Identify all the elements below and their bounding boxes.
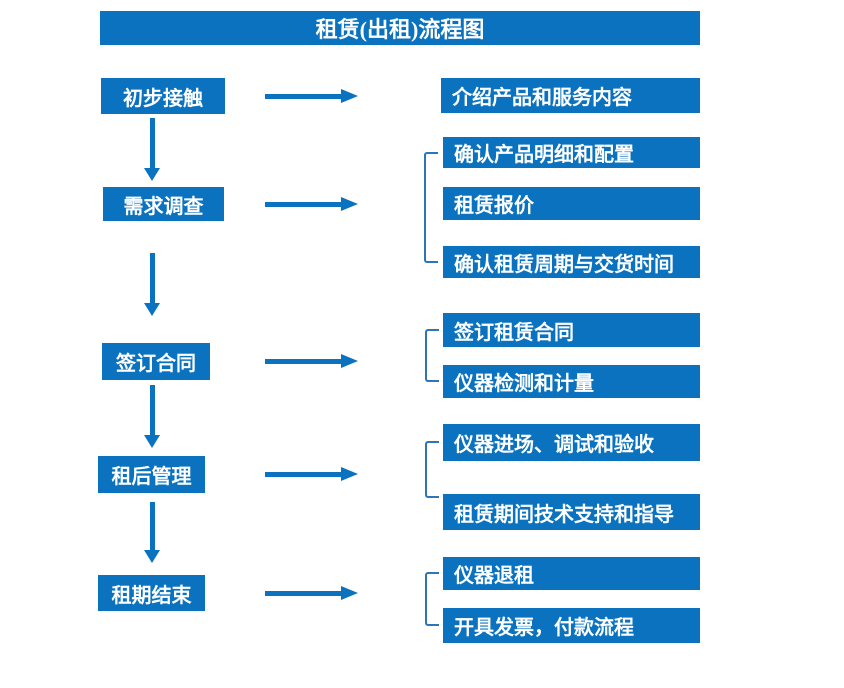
detail-box-confirm-period-delivery: 确认租赁周期与交货时间 bbox=[443, 246, 700, 278]
stage-box-post-rental-management: 租后管理 bbox=[98, 456, 205, 493]
arrow-shaft bbox=[265, 359, 343, 364]
group-bracket-icon bbox=[425, 329, 439, 382]
detail-box-instrument-testing: 仪器检测和计量 bbox=[443, 365, 700, 398]
arrow-shaft bbox=[265, 94, 343, 99]
arrow-head-icon bbox=[341, 467, 358, 481]
detail-box-invoice-payment: 开具发票，付款流程 bbox=[443, 608, 700, 643]
arrow-shaft bbox=[150, 502, 155, 551]
arrow-down-icon bbox=[144, 253, 160, 316]
group-bracket-icon bbox=[424, 152, 438, 263]
arrow-head-icon bbox=[341, 354, 358, 368]
detail-box-sign-rental-contract: 签订租赁合同 bbox=[443, 313, 700, 347]
arrow-head-icon bbox=[144, 303, 160, 316]
arrow-head-icon bbox=[341, 197, 358, 211]
arrow-head-icon bbox=[341, 586, 358, 600]
arrow-head-icon bbox=[341, 89, 358, 103]
detail-box-instrument-return: 仪器退租 bbox=[443, 557, 700, 590]
arrow-shaft bbox=[265, 472, 343, 477]
group-bracket-icon bbox=[425, 572, 439, 626]
arrow-right-icon bbox=[265, 467, 358, 481]
arrow-head-icon bbox=[144, 168, 160, 181]
arrow-shaft bbox=[265, 591, 343, 596]
detail-box-introduce-products: 介绍产品和服务内容 bbox=[441, 78, 700, 113]
arrow-right-icon bbox=[265, 354, 358, 368]
detail-box-instrument-arrival-acceptance: 仪器进场、调试和验收 bbox=[443, 424, 700, 461]
arrow-shaft bbox=[265, 202, 343, 207]
arrow-right-icon bbox=[265, 89, 358, 103]
group-bracket-icon bbox=[425, 441, 439, 498]
arrow-shaft bbox=[150, 253, 155, 304]
arrow-shaft bbox=[150, 118, 155, 169]
detail-box-confirm-product-config: 确认产品明细和配置 bbox=[443, 137, 700, 168]
stage-box-demand-survey: 需求调查 bbox=[103, 187, 224, 221]
arrow-down-icon bbox=[144, 118, 160, 181]
arrow-head-icon bbox=[144, 550, 160, 563]
flowchart-title-bar: 租赁(出租)流程图 bbox=[100, 11, 700, 45]
arrow-down-icon bbox=[144, 385, 160, 448]
flowchart-title: 租赁(出租)流程图 bbox=[315, 17, 485, 42]
arrow-right-icon bbox=[265, 586, 358, 600]
arrow-shaft bbox=[150, 385, 155, 436]
detail-box-rental-quotation: 租赁报价 bbox=[443, 187, 700, 220]
arrow-right-icon bbox=[265, 197, 358, 211]
detail-box-technical-support: 租赁期间技术支持和指导 bbox=[443, 494, 700, 530]
stage-box-initial-contact: 初步接触 bbox=[101, 78, 225, 114]
stage-box-rental-end: 租期结束 bbox=[98, 575, 205, 611]
stage-box-sign-contract: 签订合同 bbox=[102, 343, 210, 380]
arrow-head-icon bbox=[144, 435, 160, 448]
arrow-down-icon bbox=[144, 502, 160, 563]
